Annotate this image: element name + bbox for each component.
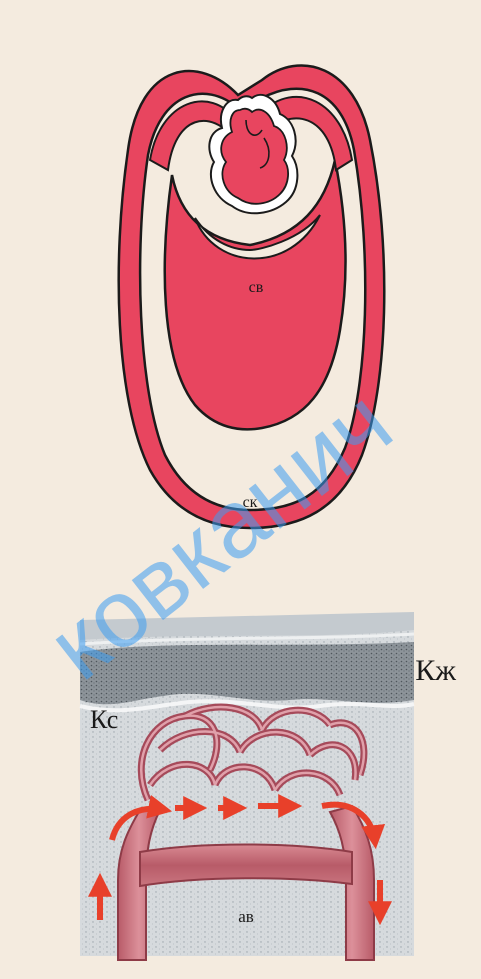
label-right-layer: Кж [415, 654, 456, 687]
label-left-layer: Кс [90, 705, 118, 734]
label-upper-sac: св [249, 279, 264, 296]
label-bottom-vessel: ав [238, 907, 254, 926]
